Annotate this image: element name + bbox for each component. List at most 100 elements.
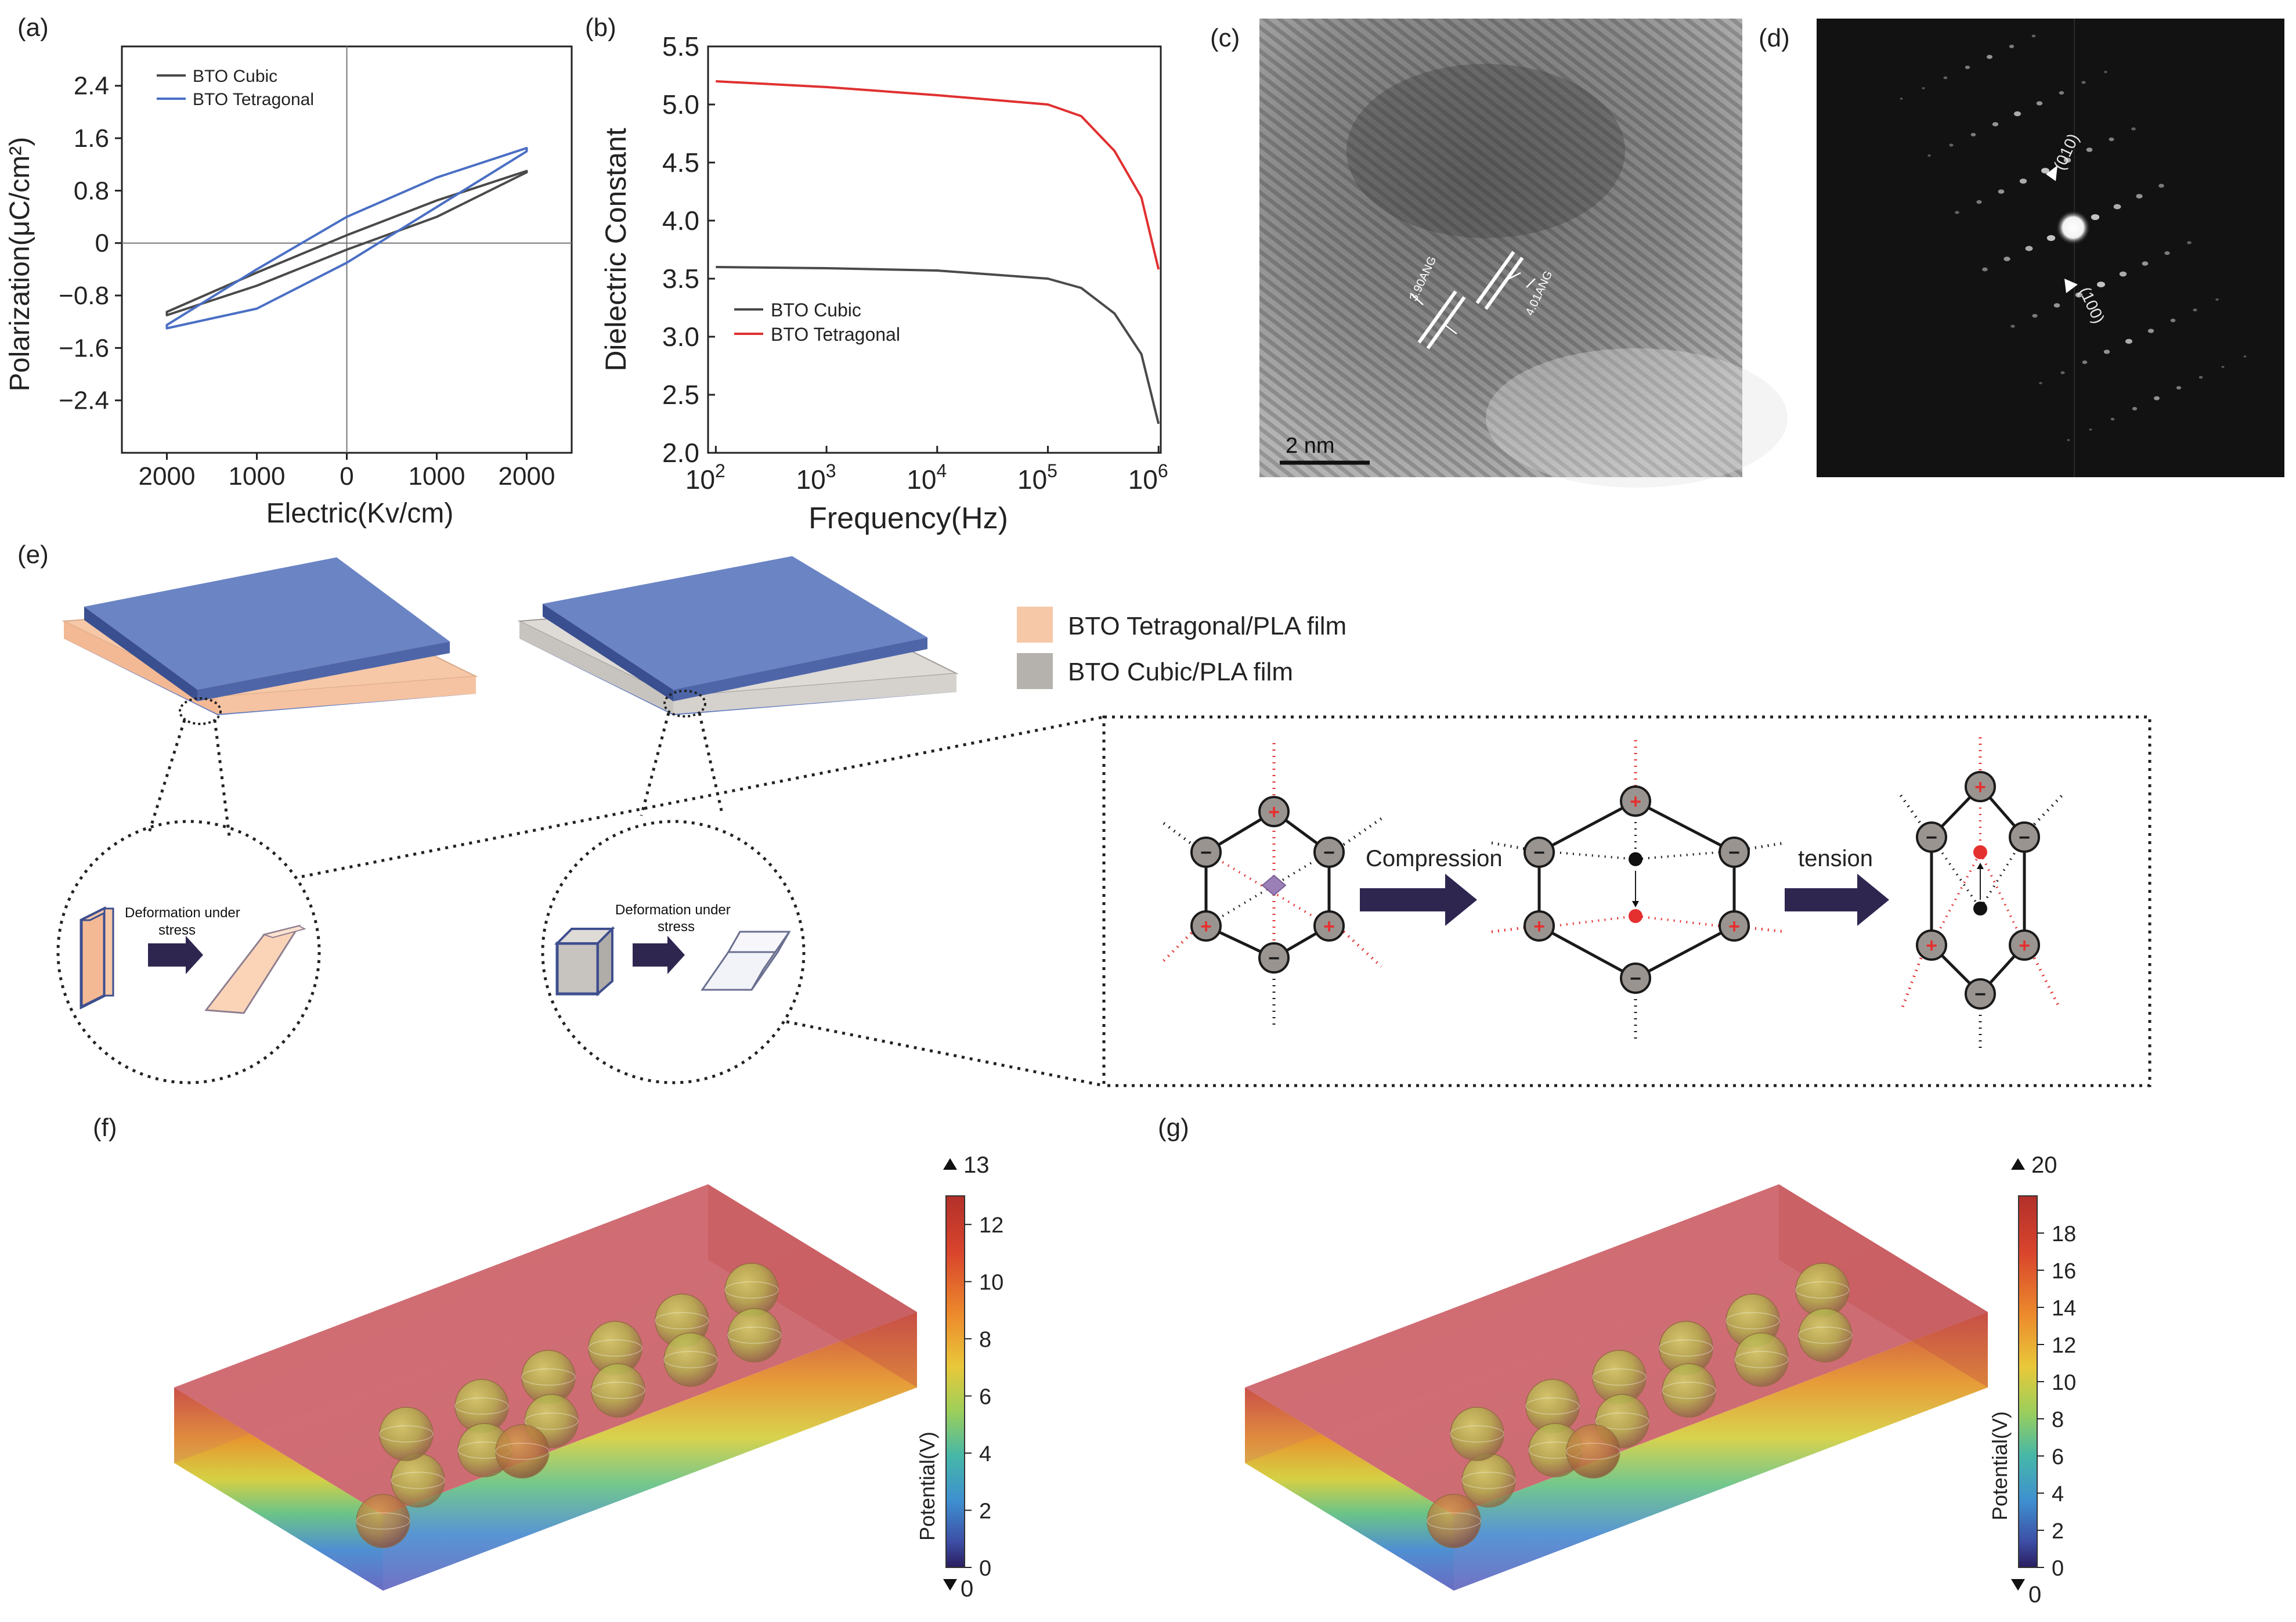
ion-minus xyxy=(1620,963,1651,994)
mechanism-diagram: +−−++−+−−++−+−−++− xyxy=(1163,737,2064,1051)
y-tick-label: −1.6 xyxy=(59,334,109,362)
sphere-gridline xyxy=(1595,1412,1649,1430)
colorbar-tick-label: 12 xyxy=(979,1213,1003,1238)
cubic-film-stack xyxy=(517,556,959,715)
ion-plus-sign: + xyxy=(1974,776,1986,798)
colorbar-tick-label: 8 xyxy=(2052,1408,2064,1432)
diffraction-spot xyxy=(1927,154,1931,157)
chart-b-ylabel: Dielectric Constant xyxy=(600,128,632,372)
potential-slab-f xyxy=(174,1184,917,1591)
arrow-010-icon xyxy=(2046,165,2057,181)
diffraction-spot xyxy=(2136,194,2143,199)
ion-plus-sign: + xyxy=(1926,935,1937,957)
ion-plus-sign: + xyxy=(1323,915,1335,938)
legend-label-tetragonal: BTO Tetragonal/PLA film xyxy=(1068,612,1346,640)
diffraction-spot xyxy=(1922,87,1925,89)
diffraction-spot xyxy=(2009,45,2015,48)
colorbar-tick-label: 2 xyxy=(979,1500,991,1524)
diffraction-spot xyxy=(2109,137,2114,142)
colorbar-g-max: 20 xyxy=(2031,1152,2057,1178)
ion-minus-sign: − xyxy=(1533,842,1545,864)
legend-swatch-tetragonal xyxy=(1017,607,1053,643)
ion-plus xyxy=(2009,929,2040,961)
center-ion-unstrained xyxy=(1261,874,1287,896)
bond-line xyxy=(1634,799,1735,854)
sphere xyxy=(1662,1363,1716,1418)
ion-minus-sign: − xyxy=(1323,842,1335,864)
ion-plus-sign: + xyxy=(2019,935,2030,957)
diffraction-spot xyxy=(2091,214,2100,221)
bond-line xyxy=(1342,931,1382,968)
y-tick-label: 4.5 xyxy=(662,147,699,178)
spacing-arrows xyxy=(1410,272,1536,334)
ion-plus-sign: + xyxy=(1200,915,1212,938)
sphere-gridline xyxy=(1798,1327,1853,1344)
colorbar-tick-label: 4 xyxy=(2052,1482,2064,1506)
sphere-gridline xyxy=(1659,1339,1713,1357)
diffraction-spot xyxy=(1949,143,1954,147)
legend-label-cubic: BTO Cubic/PLA film xyxy=(1068,658,1293,686)
panel-e-tag: (e) xyxy=(17,540,49,569)
ion-minus xyxy=(1313,837,1345,868)
colorbar-max-icon xyxy=(2011,1158,2025,1170)
diffraction-spot xyxy=(1987,55,1992,59)
diffraction-spot xyxy=(1982,267,1988,272)
ion-plus xyxy=(1620,785,1651,817)
colorbar-tick-label: 2 xyxy=(2052,1519,2064,1544)
x-tick-label: 105 xyxy=(1017,460,1057,495)
sphere-gridline xyxy=(1795,1281,1850,1299)
colorbar-tick-label: 10 xyxy=(979,1271,1003,1295)
diffraction-spot xyxy=(2125,338,2132,344)
bond-line xyxy=(1748,841,1785,850)
sphere-gridline xyxy=(1662,1382,1716,1399)
legend-label: BTO Tetragonal xyxy=(771,324,900,345)
ion-minus xyxy=(1190,837,1222,868)
colorbar-f-label: Potential(V) xyxy=(915,1432,939,1541)
sphere-gridline xyxy=(663,1351,718,1368)
diffraction-spot xyxy=(2119,271,2127,277)
sphere xyxy=(663,1332,718,1387)
colorbar-tick-label: 18 xyxy=(2052,1222,2076,1246)
diffraction-spot xyxy=(2132,407,2138,410)
ion-minus-sign: − xyxy=(2019,827,2030,849)
diffraction-spot xyxy=(2014,111,2021,117)
dipole-arrow-icon xyxy=(1977,863,1984,869)
ion-minus-sign: − xyxy=(1926,827,1937,849)
colorbar-tick-label: 8 xyxy=(979,1328,991,1352)
diffraction-spot xyxy=(2243,355,2247,358)
sphere xyxy=(379,1407,434,1461)
diffraction-spot xyxy=(2176,386,2182,390)
series-line-cubic xyxy=(165,170,528,316)
ion-minus-sign: − xyxy=(1728,842,1740,864)
y-tick-label: 3.0 xyxy=(662,322,699,352)
y-tick-label: 5.5 xyxy=(662,31,699,62)
mechanism-box xyxy=(1102,715,2151,1087)
bond-line xyxy=(1491,926,1525,933)
compression-arrow-icon xyxy=(1360,874,1477,926)
diffraction-spot xyxy=(2025,246,2033,251)
y-tick-label: 0.8 xyxy=(74,176,109,205)
diffraction-spot xyxy=(2103,349,2110,354)
diffraction-spot xyxy=(2075,292,2083,298)
plot-frame-b xyxy=(707,45,1162,454)
panel-c-tag: (c) xyxy=(1210,24,1240,52)
sphere-gridline xyxy=(1725,1312,1780,1329)
sphere-gridline xyxy=(1592,1368,1647,1386)
sphere-gridline xyxy=(1525,1397,1580,1415)
ion-plus xyxy=(1916,929,1947,961)
y-tick-label: 4.0 xyxy=(662,206,699,236)
dipole-pos-tension xyxy=(1973,845,1987,859)
colorbar-g-min: 0 xyxy=(2028,1582,2041,1607)
sphere xyxy=(1798,1308,1853,1363)
colorbar-g-label: Potential(V) xyxy=(1988,1411,2012,1520)
bond-line xyxy=(2033,957,2061,1008)
colorbar-tick-label: 12 xyxy=(2052,1333,2076,1358)
dipole-pos-compression xyxy=(1629,909,1642,923)
diffraction-spot xyxy=(2097,282,2105,287)
ion-minus-sign: − xyxy=(1268,947,1280,969)
sphere xyxy=(591,1363,645,1418)
colorbar-tick-label: 14 xyxy=(2052,1296,2076,1321)
colorbar-tick-label: 4 xyxy=(979,1442,991,1466)
zoom-circle-cubic xyxy=(541,820,806,1084)
